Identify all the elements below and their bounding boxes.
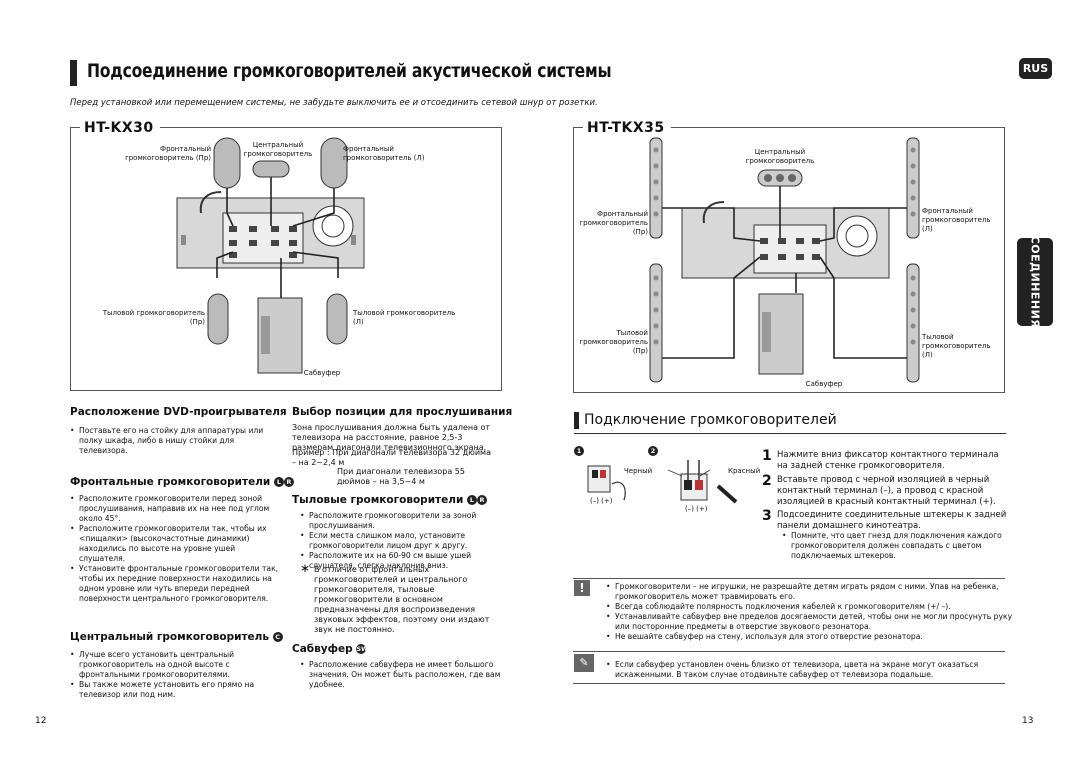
listening-position-text: Зона прослушивания должна быть удалена о… [292, 423, 491, 452]
kx30-subwoofer-label: Сабвуфер [303, 369, 341, 377]
list-item: Установите фронтальные громкоговорители … [70, 564, 279, 604]
list-item: Если сабвуфер установлен очень близко от… [606, 660, 1013, 680]
connect-heading: Подключение громкоговорителей [584, 412, 837, 428]
kx30-center-label: Центральный громкоговоритель [243, 141, 313, 158]
caution-icon: ! [574, 580, 590, 596]
divider [574, 433, 1006, 434]
badge-l: L [273, 477, 284, 487]
list-item: Поставьте его на стойку для аппаратуры и… [70, 426, 269, 456]
page-number-right: 13 [1022, 716, 1034, 726]
subwoofer-list: Расположение сабвуфера не имеет большого… [300, 660, 509, 690]
front-speakers-list: Расположите громкоговорители перед зоной… [70, 494, 279, 604]
red-wire-label: Красный [728, 467, 761, 475]
badge-r: R [283, 477, 294, 487]
list-item: Расположение сабвуфера не имеет большого… [300, 660, 509, 690]
kx30-rear-left-label: Тыловой громкоговоритель (Пр) [102, 309, 205, 326]
terminal-illustration [587, 460, 738, 504]
kx30-illustration [176, 137, 365, 374]
list-item: Расположите громкоговорители перед зоной… [70, 494, 279, 524]
step-3-number: 3 [762, 508, 772, 524]
tkx35-front-left-label: Фронтальный громкоговоритель (Пр) [579, 210, 648, 236]
tkx35-center-label: Центральный громкоговоритель [745, 148, 815, 165]
note-asterisk: ∗ [300, 561, 311, 575]
figure-1-marker: 1 [574, 446, 584, 456]
dvd-placement-heading: Расположение DVD-проигрывателя [70, 406, 287, 418]
list-item: Лучше всего установить центральный громк… [70, 650, 274, 680]
step-2-text: Вставьте провод с черной изоляцией в чер… [777, 475, 996, 507]
tkx35-illustration [649, 137, 920, 383]
diagram-tkx35: Центральный громкоговоритель Фронтальный… [573, 127, 1005, 393]
center-speaker-heading: Центральный громкоговоритель C [70, 631, 283, 643]
listening-example-1: Пример : При диагонали телевизора 32 дюй… [292, 448, 491, 467]
step-1-text: Нажмите вниз фиксатор контактного термин… [777, 450, 999, 471]
badge-c: C [272, 632, 283, 642]
page-title: Подсоединение громкоговорителей акустиче… [87, 60, 612, 82]
safety-notice: Перед установкой или перемещением систем… [70, 98, 598, 108]
title-bar-marker [70, 60, 77, 86]
language-badge: RUS [1019, 58, 1052, 79]
badge-sw: SW [356, 644, 369, 654]
diagram-kx30: Фронтальный громкоговоритель (Пр) Центра… [70, 127, 502, 391]
listening-position-heading: Выбор позиции для прослушивания [292, 406, 513, 418]
step-3-text: Подсоедините соединительные штекеры к за… [777, 510, 1007, 531]
list-item: Громкоговорители – не игрушки, не разреш… [606, 582, 1015, 602]
tkx35-rear-right-label: Тыловой громкоговоритель (Л) [922, 333, 991, 359]
list-item: Если места слишком мало, установите гром… [300, 531, 499, 551]
kx30-front-left-label: Фронтальный громкоговоритель (Пр) [125, 145, 211, 162]
center-speaker-list: Лучше всего установить центральный громк… [70, 650, 274, 700]
rear-speakers-note: В отличие от фронтальных громкоговорител… [314, 565, 490, 634]
kx30-rear-right-label: Тыловой громкоговоритель (Л) [353, 309, 456, 326]
listening-example-2: При диагонали телевизора 55 дюймов – на … [337, 467, 465, 486]
rear-speakers-list: Расположите громкоговорители за зоной пр… [300, 511, 499, 571]
black-wire-label: Черный [624, 467, 653, 475]
tkx35-subwoofer-label: Сабвуфер [805, 380, 843, 388]
kx30-front-right-label: Фронтальный громкоговоритель (Л) [343, 145, 425, 162]
caution-list: Громкоговорители – не игрушки, не разреш… [606, 582, 1015, 642]
subwoofer-heading: Сабвуфер SW [292, 643, 369, 655]
list-item: Не вешайте сабвуфер на стену, используя … [606, 632, 1015, 642]
connect-heading-marker [574, 412, 579, 429]
list-item: Расположите громкоговорители за зоной пр… [300, 511, 499, 531]
list-item: Расположите их на 60-90 см выше ушей слу… [300, 551, 499, 571]
dvd-placement-list: Поставьте его на стойку для аппаратуры и… [70, 426, 269, 456]
page-number-left: 12 [35, 716, 47, 726]
divider [573, 578, 1005, 579]
model-kx30: HT-KX30 [80, 120, 160, 136]
note-pencil-icon: ✎ [574, 654, 594, 672]
polarity-label-1: (–) (+) [590, 497, 613, 505]
list-item: Устанавливайте сабвуфер вне пределов дос… [606, 612, 1015, 632]
model-tkx35: HT-TKX35 [583, 120, 671, 136]
step-1-number: 1 [762, 448, 772, 464]
divider [573, 651, 1005, 652]
step-3-note: Помните, что цвет гнезд для подключения … [782, 531, 1016, 561]
badge-l: L [466, 495, 477, 505]
polarity-label-2: (–) (+) [685, 505, 708, 513]
tkx35-rear-left-label: Тыловой громкоговоритель (Пр) [579, 329, 648, 355]
section-tab: СОЕДИНЕНИЯ [1017, 236, 1053, 328]
list-item: Вы также можете установить его прямо на … [70, 680, 274, 700]
tkx35-front-right-label: Фронтальный громкоговоритель (Л) [922, 207, 991, 233]
divider [573, 683, 1005, 684]
note-list: Если сабвуфер установлен очень близко от… [606, 660, 1013, 680]
figure-2-marker: 2 [648, 446, 658, 456]
step-2-number: 2 [762, 473, 772, 489]
list-item: Помните, что цвет гнезд для подключения … [782, 531, 1016, 561]
badge-r: R [476, 495, 487, 505]
list-item: Расположите громкоговорители так, чтобы … [70, 524, 279, 564]
list-item: Всегда соблюдайте полярность подключения… [606, 602, 1015, 612]
